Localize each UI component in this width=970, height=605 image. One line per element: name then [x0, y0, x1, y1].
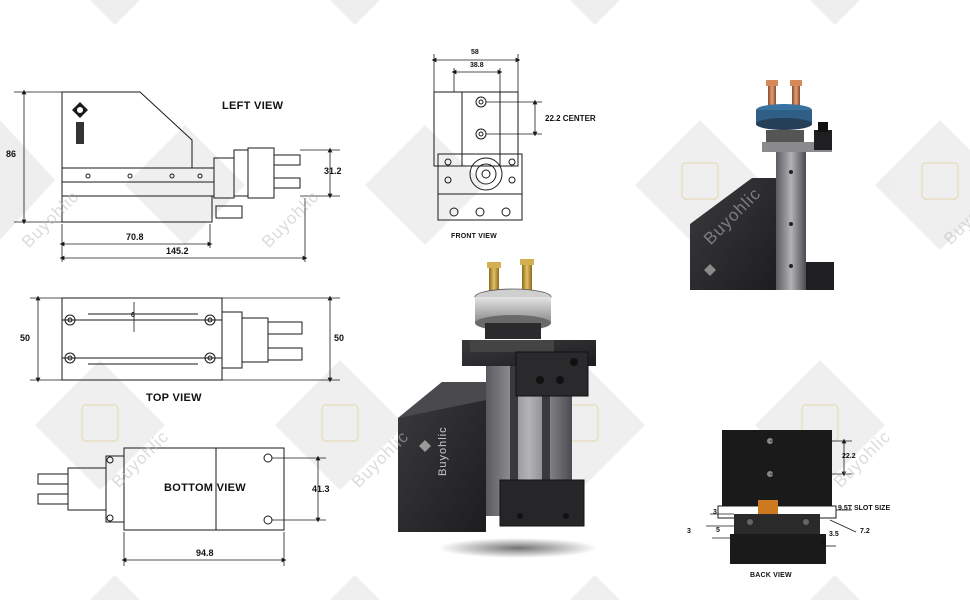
bottom-view-pin	[37, 493, 69, 505]
watermark-logo-icon	[321, 404, 359, 442]
front-view-dim-inner: 38.8	[470, 62, 484, 69]
product-photo-center	[398, 259, 598, 558]
top-view-drawing	[61, 297, 303, 381]
watermark-diamond	[810, 575, 860, 600]
back-view-dim-slot: 9.5T SLOT SIZE	[838, 505, 891, 512]
watermark-diamond	[570, 0, 620, 25]
top-view-dim-gap: 6	[131, 312, 135, 319]
left-view-logo-icon	[72, 102, 88, 144]
watermark-diamond	[810, 0, 860, 25]
left-view-title: LEFT VIEW	[222, 100, 284, 112]
bottom-view-dim-width: 94.8	[196, 548, 214, 558]
left-view-base	[61, 195, 213, 223]
left-view-body	[61, 91, 193, 169]
top-view-title: TOP VIEW	[146, 392, 202, 404]
left-view-pin	[273, 177, 301, 189]
back-view-title: BACK VIEW	[750, 572, 792, 579]
left-view-holder	[247, 147, 275, 199]
back-view-dim-vertical: 22.2	[842, 453, 856, 460]
back-view-dim-3b: 3	[687, 528, 691, 535]
left-view-screw	[215, 205, 243, 219]
product-photo-top-right	[690, 80, 834, 290]
front-view-drawing	[433, 91, 523, 221]
top-view-body	[61, 297, 223, 381]
back-view-dim-6: 6	[822, 541, 826, 548]
top-view-dim-right-height: 50	[334, 333, 345, 343]
top-view-clamp	[221, 311, 243, 369]
left-view-hole	[169, 173, 175, 179]
left-view-dim-holder: 31.2	[324, 166, 342, 176]
left-view-hole	[127, 173, 133, 179]
watermark-diamond	[330, 0, 380, 25]
front-view-base	[437, 193, 523, 221]
watermark-diamond	[90, 0, 140, 25]
top-view-holder	[241, 317, 269, 363]
bottom-view-holder	[67, 467, 107, 511]
top-view-pin	[267, 347, 303, 361]
left-view-drawing	[61, 91, 301, 223]
bottom-view-dimensions	[121, 455, 326, 566]
back-view-dim-7-2: 7.2	[860, 528, 870, 535]
bottom-view-dim-height: 41.3	[312, 484, 330, 494]
left-view-dim-body-width: 70.8	[126, 232, 144, 242]
watermark-diamond	[365, 125, 485, 245]
left-view-dim-total-width: 145.2	[166, 246, 189, 256]
bottom-view-pin	[37, 473, 69, 485]
watermark-diamond	[90, 575, 140, 600]
front-view-dim-center: 22.2 CENTER	[545, 114, 596, 123]
left-view-dimensions	[14, 89, 340, 262]
watermark-logo-icon	[81, 404, 119, 442]
watermark-diamond	[275, 360, 405, 490]
left-view-hole	[85, 173, 91, 179]
bottom-view-drawing	[37, 447, 285, 531]
left-view-dim-height: 86	[6, 149, 17, 159]
watermark-diamond	[330, 575, 380, 600]
watermark-diamond	[0, 120, 55, 240]
left-view-hole	[197, 173, 203, 179]
back-view-drawing	[717, 430, 837, 564]
top-view-dimensions	[30, 295, 340, 383]
watermark-diamond	[35, 360, 165, 490]
back-view-dim-3a: 3	[713, 509, 717, 516]
left-view-pin	[273, 154, 301, 166]
back-view-dim-3-5: 3.5	[829, 531, 839, 538]
top-view-dim-left-height: 50	[20, 333, 31, 343]
watermark-logo-icon	[681, 162, 719, 200]
front-view-dim-width: 58	[471, 49, 479, 56]
watermark-diamond	[125, 125, 245, 245]
watermark-logo-icon	[921, 162, 959, 200]
front-view-title: FRONT VIEW	[451, 233, 497, 240]
back-view-dim-5: 5	[716, 527, 720, 534]
front-view-body	[433, 91, 519, 167]
watermark-diamond	[570, 575, 620, 600]
product-brand-emboss: Buyohlic	[437, 426, 449, 476]
back-view-dimensions	[706, 438, 857, 547]
bottom-view-title: BOTTOM VIEW	[164, 482, 246, 494]
front-view-dial	[469, 157, 503, 191]
front-view-dimensions	[431, 54, 542, 137]
top-view-pin	[267, 321, 303, 335]
